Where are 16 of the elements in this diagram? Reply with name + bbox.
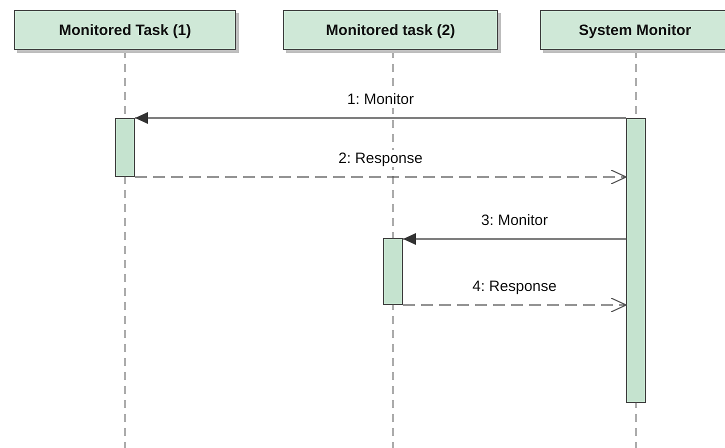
message-label: 2: Response: [337, 150, 424, 167]
message-arrow: [135, 169, 627, 185]
message-arrow: [135, 112, 626, 124]
message-label: 4: Response: [471, 278, 558, 295]
activation-bar: [115, 118, 135, 177]
participant-name: Monitored Task (1): [58, 22, 192, 38]
participant-box: [540, 10, 725, 50]
message-arrow: [403, 233, 626, 245]
message-label: 1: Monitor: [346, 91, 415, 108]
activation-bar: [383, 238, 403, 305]
activation-bar: [626, 118, 646, 403]
participant-box: [14, 10, 236, 50]
participant-name: System Monitor: [578, 22, 692, 38]
message-arrow: [403, 297, 627, 313]
participant-name: Monitored task (2): [326, 22, 456, 38]
participant-box: [283, 10, 498, 50]
